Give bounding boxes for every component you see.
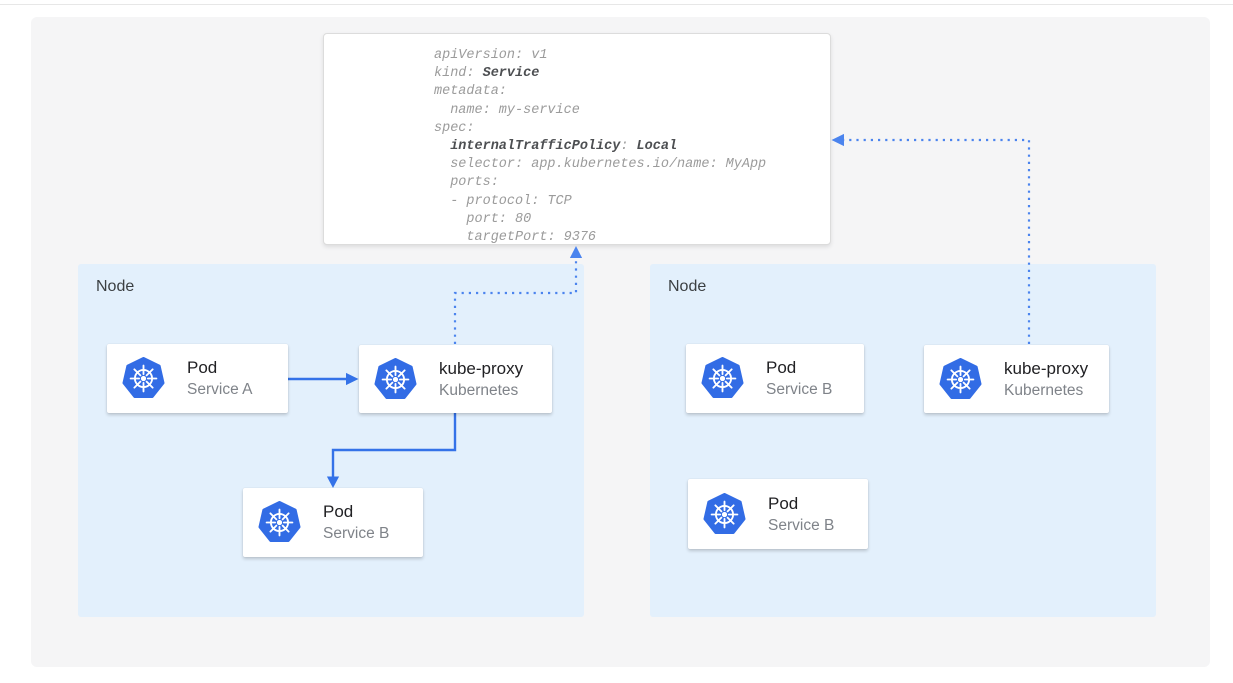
yaml-line: metadata: — [434, 84, 507, 100]
card-title: Pod — [766, 358, 797, 377]
yaml-line: internalTrafficPolicy: Local — [450, 139, 678, 155]
kubernetes-icon — [258, 501, 301, 543]
card-title: Pod — [768, 493, 799, 513]
card-subtitle: Service A — [187, 381, 253, 398]
kubernetes-icon — [939, 357, 982, 399]
pod-card: Pod Service B — [688, 479, 868, 549]
yaml-line: selector: app.kubernetes.io/name: MyApp — [434, 157, 767, 173]
kube-proxy-card: kube-proxy Kubernetes — [924, 345, 1109, 413]
card-subtitle: Service B — [323, 525, 390, 542]
card-subtitle: Kubernetes — [1004, 381, 1084, 399]
card-subtitle: Service B — [768, 516, 835, 534]
node-label: Node — [96, 278, 135, 295]
node-label: Node — [668, 278, 707, 295]
kubernetes-icon — [701, 357, 744, 399]
yaml-line: name: my-service — [434, 102, 580, 118]
kubernetes-icon — [122, 357, 165, 399]
card-title: kube-proxy — [1004, 358, 1089, 378]
service-yaml-card: apiVersion: v1 kind: Service metadata: n… — [323, 33, 831, 245]
yaml-line: apiVersion: v1 — [434, 48, 548, 63]
kube-proxy-card: kube-proxy Kubernetes — [359, 345, 552, 413]
pod-card: Pod Service B — [686, 344, 864, 413]
yaml-line: spec: — [434, 120, 475, 136]
yaml-line: port: 80 — [434, 211, 532, 227]
yaml-line: ports: — [434, 175, 499, 191]
pod-card: Pod Service A — [107, 344, 288, 413]
top-divider — [0, 4, 1233, 5]
card-title: Pod — [323, 502, 354, 521]
kubernetes-icon — [703, 492, 746, 534]
yaml-line: targetPort: 9376 — [434, 230, 597, 246]
kubernetes-icon — [374, 357, 417, 399]
card-subtitle: Kubernetes — [439, 381, 519, 399]
card-title: Pod — [187, 358, 218, 377]
node-box-right: Node — [650, 264, 1156, 617]
node-box-left: Node — [78, 264, 584, 617]
card-subtitle: Service B — [766, 381, 833, 398]
pod-card: Pod Service B — [243, 488, 423, 557]
card-title: kube-proxy — [439, 358, 524, 378]
yaml-line: kind: Service — [434, 66, 540, 82]
yaml-line: - protocol: TCP — [434, 193, 572, 209]
